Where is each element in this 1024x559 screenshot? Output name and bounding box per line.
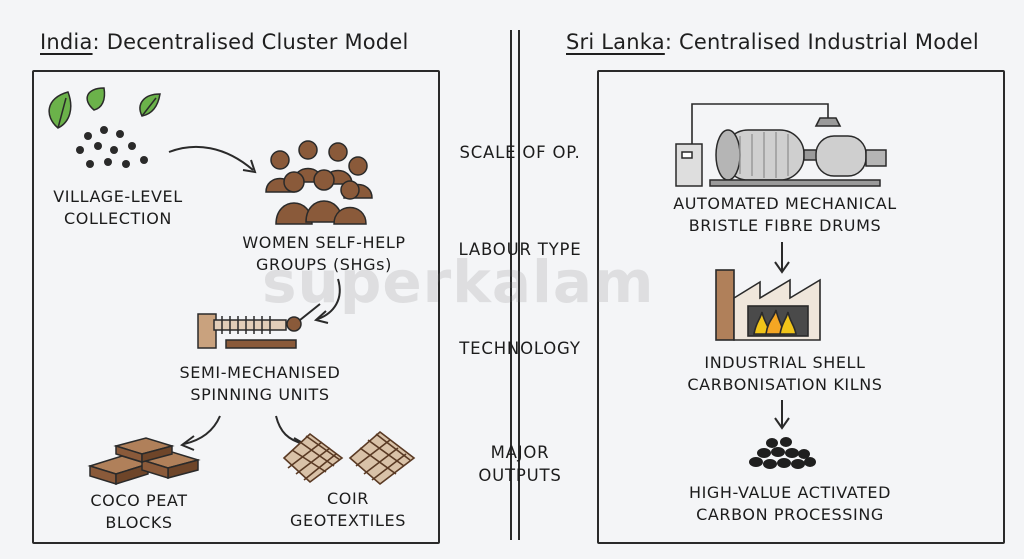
node-shg-line1: WOMEN SELF-HELP xyxy=(242,233,406,252)
srilanka-panel xyxy=(597,70,1005,544)
node-collection-line2: COLLECTION xyxy=(64,209,172,228)
node-kilns-label: INDUSTRIAL SHELL CARBONISATION KILNS xyxy=(670,352,900,396)
node-kilns-line2: CARBONISATION KILNS xyxy=(687,375,883,394)
spinning-machine-icon xyxy=(197,303,321,349)
srilanka-heading: Sri Lanka: Centralised Industrial Model xyxy=(566,30,979,54)
node-spinning-line1: SEMI-MECHANISED xyxy=(179,363,341,382)
india-country-label: India xyxy=(40,30,93,54)
watermark: superkalam xyxy=(262,248,655,316)
criterion-scale: SCALE OF OP. xyxy=(459,143,581,162)
node-drums-line2: BRISTLE FIBRE DRUMS xyxy=(688,216,882,235)
node-shg-label: WOMEN SELF-HELP GROUPS (SHGs) xyxy=(224,232,424,276)
node-drums-label: AUTOMATED MECHANICAL BRISTLE FIBRE DRUMS xyxy=(660,193,910,237)
node-drums-line1: AUTOMATED MECHANICAL xyxy=(673,194,897,213)
node-peat-label: COCO PEAT BLOCKS xyxy=(64,490,214,534)
coco-peat-blocks-icon xyxy=(87,437,201,486)
criterion-labour: LABOUR TYPE xyxy=(458,240,582,259)
women-group-icon xyxy=(265,140,373,225)
arrow-shg-to-spinning xyxy=(313,278,341,324)
node-shg-line2: GROUPS (SHGs) xyxy=(256,255,392,274)
node-spinning-label: SEMI-MECHANISED SPINNING UNITS xyxy=(150,362,370,406)
fibre-drum-machine-icon xyxy=(675,103,887,187)
node-carbon-label: HIGH-VALUE ACTIVATED CARBON PROCESSING xyxy=(670,482,910,526)
factory-kiln-icon xyxy=(715,269,821,341)
activated-carbon-pile-icon xyxy=(749,437,816,469)
node-carbon-line1: HIGH-VALUE ACTIVATED xyxy=(688,483,892,502)
india-heading: India: Decentralised Cluster Model xyxy=(40,30,409,54)
criterion-outputs-line1: MAJOR xyxy=(490,443,550,462)
geotextile-mesh-icon xyxy=(282,430,416,486)
node-kilns-line1: INDUSTRIAL SHELL xyxy=(704,353,866,372)
node-geo-line2: GEOTEXTILES xyxy=(290,511,406,530)
node-peat-line1: COCO PEAT xyxy=(90,491,188,510)
node-geo-label: COIR GEOTEXTILES xyxy=(278,488,418,532)
node-geo-line1: COIR xyxy=(326,489,369,508)
india-model-label: : Decentralised Cluster Model xyxy=(92,30,409,54)
india-panel xyxy=(32,70,440,544)
node-collection-line1: VILLAGE-LEVEL xyxy=(53,187,183,206)
srilanka-country-label: Sri Lanka xyxy=(566,30,665,54)
arrow-kilns-to-carbon xyxy=(774,400,790,430)
arrow-spinning-to-peat xyxy=(180,415,221,451)
node-spinning-line2: SPINNING UNITS xyxy=(190,385,330,404)
srilanka-model-label: : Centralised Industrial Model xyxy=(664,30,979,54)
criterion-technology: TECHNOLOGY xyxy=(459,339,581,358)
arrow-drums-to-kilns xyxy=(774,242,790,274)
criterion-outputs-line2: OUTPUTS xyxy=(478,466,562,485)
node-collection-label: VILLAGE-LEVEL COLLECTION xyxy=(38,186,198,230)
leaves-seeds-icon xyxy=(48,87,161,168)
arrow-collection-to-shg xyxy=(168,145,257,174)
center-divider xyxy=(510,30,520,540)
criterion-outputs: MAJOR OUTPUTS xyxy=(440,441,600,487)
node-carbon-line2: CARBON PROCESSING xyxy=(696,505,884,524)
node-peat-line2: BLOCKS xyxy=(105,513,173,532)
